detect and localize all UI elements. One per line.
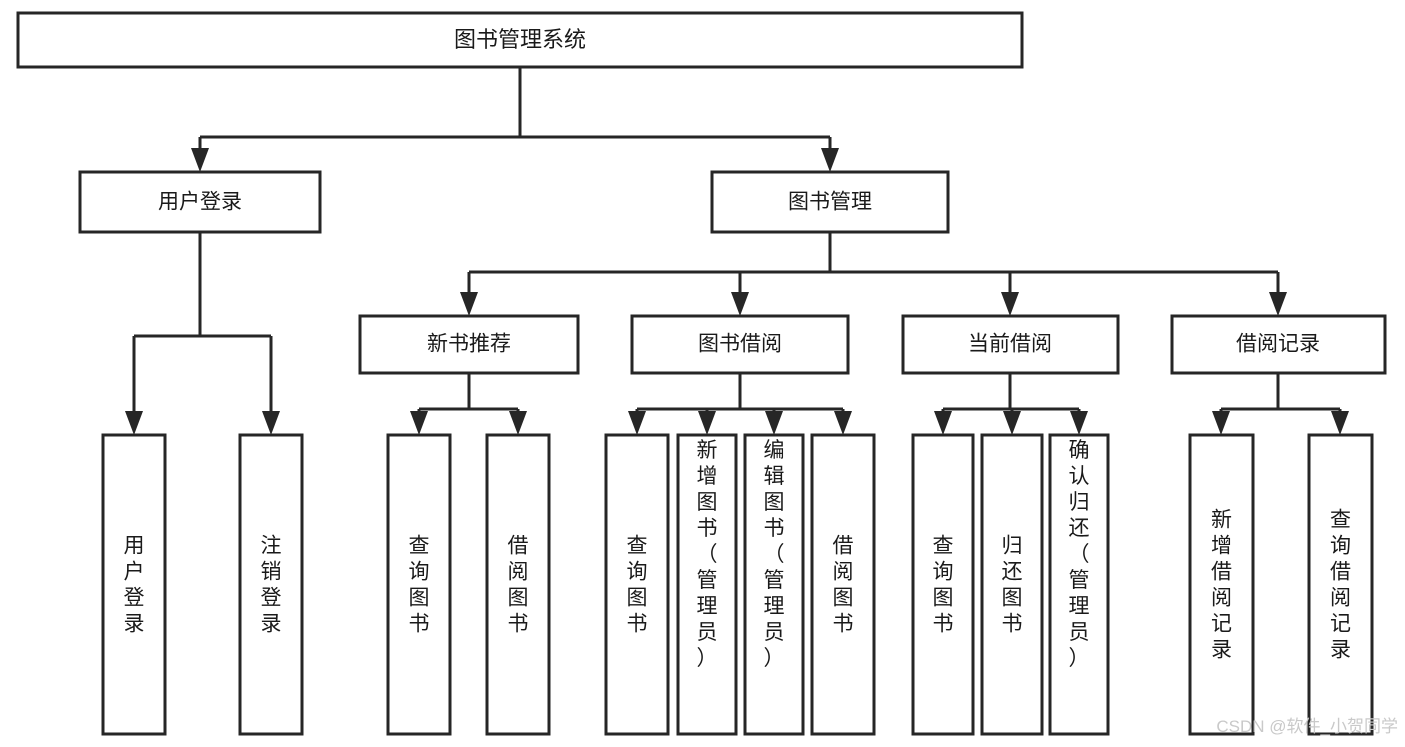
leaf-node-label: 用户登录 [124, 535, 145, 636]
leaf-node-label: 编辑图书（管理员） [764, 439, 785, 670]
leaf-node-box[interactable] [911, 433, 975, 736]
leaf-node-label: 归还图书 [1002, 535, 1023, 636]
leaf-node-label: 确认归还（管理员） [1069, 439, 1090, 670]
arrow-head [1212, 411, 1230, 435]
node-box-root[interactable] [16, 11, 1024, 69]
leaf-node-box[interactable] [810, 433, 876, 736]
arrow-head [460, 292, 478, 316]
node-box-borrow-record[interactable] [1170, 314, 1387, 375]
arrow-head [509, 411, 527, 435]
leaf-nodes: 用户登录 注销登录 查询图书 借阅图书 查询图书 新增图书（管理员） 编辑图书（管理员） 借阅… [101, 433, 1374, 736]
leaf-node-label: 新增借阅记录 [1211, 509, 1232, 662]
leaf-node-box[interactable] [1188, 433, 1255, 736]
arrow-head [698, 411, 716, 435]
connector-lines [125, 67, 1349, 435]
node-root[interactable]: 图书管理系统 [16, 11, 1024, 69]
node-box-user-login[interactable] [78, 170, 322, 234]
leaf-node-box[interactable] [604, 433, 670, 736]
leaf-node-box[interactable] [980, 433, 1044, 736]
node-current-borrow[interactable]: 当前借阅 [901, 314, 1120, 375]
leaf-node[interactable]: 确认归还（管理员） [1048, 433, 1110, 736]
arrow-head [125, 411, 143, 435]
node-box-current-borrow[interactable] [901, 314, 1120, 375]
node-book-manage[interactable]: 图书管理 [710, 170, 950, 234]
node-label-borrow-record: 借阅记录 [1236, 333, 1320, 356]
node-label-user-login: 用户登录 [158, 191, 242, 214]
leaf-node-box[interactable] [238, 433, 304, 736]
arrow-head [834, 411, 852, 435]
arrow-head [262, 411, 280, 435]
node-box-new-book-rec[interactable] [358, 314, 580, 375]
arrow-head [731, 292, 749, 316]
arrow-head [1003, 411, 1021, 435]
leaf-node[interactable]: 借阅图书 [485, 433, 551, 736]
node-borrow-record[interactable]: 借阅记录 [1170, 314, 1387, 375]
leaf-node[interactable]: 借阅图书 [810, 433, 876, 736]
arrow-head [765, 411, 783, 435]
leaf-node-box[interactable] [386, 433, 452, 736]
leaf-node-label: 查询图书 [409, 535, 430, 636]
leaf-node-box[interactable] [101, 433, 167, 736]
leaf-node-box[interactable] [485, 433, 551, 736]
leaf-node-label: 借阅图书 [508, 535, 529, 636]
arrow-head [410, 411, 428, 435]
node-label-book-borrow: 图书借阅 [698, 333, 782, 356]
node-new-book-rec[interactable]: 新书推荐 [358, 314, 580, 375]
watermark-label: CSDN @软件_小贺同学 [1216, 717, 1398, 736]
leaf-node[interactable]: 查询图书 [911, 433, 975, 736]
leaf-node-box[interactable] [1307, 433, 1374, 736]
arrow-head [1070, 411, 1088, 435]
leaf-node-box[interactable] [1048, 433, 1110, 736]
leaf-node-label: 借阅图书 [833, 535, 854, 636]
leaf-node[interactable]: 注销登录 [238, 433, 304, 736]
node-box-book-manage[interactable] [710, 170, 950, 234]
arrow-head [934, 411, 952, 435]
leaf-node-label: 注销登录 [261, 535, 282, 636]
leaf-node-box[interactable] [743, 433, 805, 736]
leaf-node[interactable]: 新增图书（管理员） [676, 433, 738, 736]
node-user-login[interactable]: 用户登录 [78, 170, 322, 234]
arrow-head [1269, 292, 1287, 316]
leaf-node-label: 查询图书 [933, 535, 954, 636]
leaf-node[interactable]: 归还图书 [980, 433, 1044, 736]
leaf-node[interactable]: 查询图书 [604, 433, 670, 736]
node-label-book-manage: 图书管理 [788, 191, 872, 214]
node-label-new-book-rec: 新书推荐 [427, 333, 511, 356]
arrow-head [821, 148, 839, 172]
leaf-node[interactable]: 用户登录 [101, 433, 167, 736]
leaf-node-label: 查询借阅记录 [1330, 509, 1351, 662]
leaf-node[interactable]: 编辑图书（管理员） [743, 433, 805, 736]
leaf-node[interactable]: 查询图书 [386, 433, 452, 736]
node-label-current-borrow: 当前借阅 [968, 333, 1052, 356]
leaf-node-label: 新增图书（管理员） [697, 439, 718, 670]
node-box-book-borrow[interactable] [630, 314, 850, 375]
leaf-node-label: 查询图书 [627, 535, 648, 636]
arrow-head [1331, 411, 1349, 435]
arrow-head [191, 148, 209, 172]
leaf-node[interactable]: 新增借阅记录 [1188, 433, 1255, 736]
arrow-head [628, 411, 646, 435]
node-label-root: 图书管理系统 [454, 27, 586, 52]
leaf-node-box[interactable] [676, 433, 738, 736]
arrow-head [1001, 292, 1019, 316]
leaf-node[interactable]: 查询借阅记录 [1307, 433, 1374, 736]
node-book-borrow[interactable]: 图书借阅 [630, 314, 850, 375]
